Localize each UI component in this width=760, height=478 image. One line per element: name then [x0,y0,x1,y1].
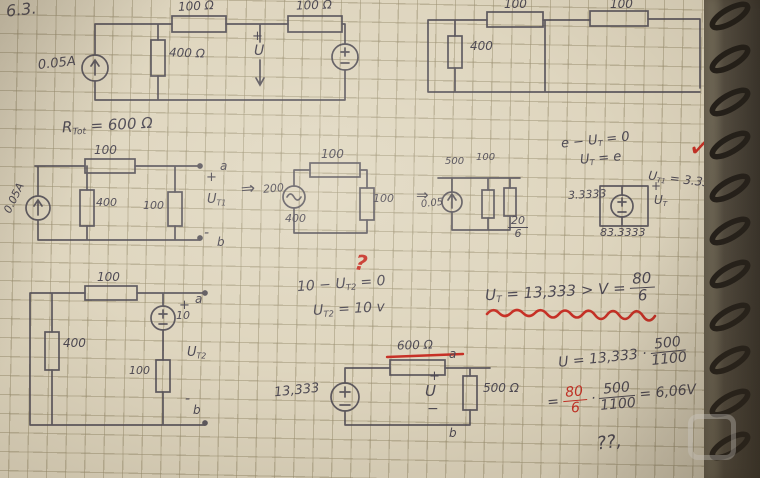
red-underline-600ohm [385,352,465,359]
c5-frac-den: 6 [514,226,522,240]
c2-resistor-top-left-label: 100 [504,0,527,11]
c8-voltage-label: U [425,382,436,400]
f2den2: 1100 [599,394,637,414]
c8-terminal-a: a [449,347,457,361]
f2c: = 6,06V [638,381,697,403]
c7-source-label: 10 [176,309,190,322]
c5-resistor2-label: 100 [476,152,496,163]
c7-u-sub: T2 [196,351,207,361]
watermark-logo [688,414,736,460]
c7-terminal-a: a [195,292,203,306]
c3-resistor-top-label: 100 [94,143,117,157]
c3-u-sub: T1 [216,198,227,208]
rtot-rest: = 600 Ω [90,113,154,135]
r2b: = 13,333 > V = [501,278,627,304]
c8-resistor-right-label: 500 Ω [483,381,519,395]
circuit-row2-mid [282,162,375,234]
c4-resistor-right-label: 100 [373,192,394,205]
f2b: · [590,390,597,407]
c6-plus: + [651,179,662,193]
c3-terminal-a: a [220,159,228,173]
c3-terminal-b: b [217,235,225,249]
c8-terminal-b: b [449,426,457,440]
c4-resistor-top-label: 100 [321,147,344,161]
implies-arrow-2: ⇒ [416,186,429,204]
c7-resistor-right-label: 100 [129,364,150,377]
circuit-bottom [330,359,491,426]
red-squiggle-underline [485,308,657,322]
r2den: 6 [637,285,648,305]
d1l1a: e − U [560,132,599,152]
d2l2a: U [312,302,324,319]
c1-resistor-mid-label: 400 Ω [168,45,206,61]
c5-resistor1-label: 500 [445,156,465,167]
c6-u: U [654,193,663,207]
d2l1a: 10 − U [296,275,347,296]
d2l1b: = 0 [355,272,387,291]
c5-frac-num: 20 [508,215,528,228]
c7-voltage-label: UT2 [187,346,206,361]
d2l2b: = 10 v [333,299,386,318]
c6-value-below: 83.3333 [600,226,646,239]
rtot-sub: Tot [72,126,87,138]
c8-minus: − [427,401,439,417]
r2a: U [484,285,497,305]
d1l1b: = 0 [601,129,631,148]
c1-voltage-label: U [254,43,265,59]
bottom-scribble: ??, [595,430,624,455]
circuit-thevenin-equivalent [599,185,649,227]
c6-voltage-label: UT [654,194,667,208]
c2-resistor-left-label: 400 [470,39,493,53]
circuit-row2-right [437,177,521,231]
c7-u: U [187,345,197,360]
c2-resistor-top-right-label: 100 [610,0,633,11]
c1-voltage-plus: + [252,29,263,44]
circuit-top-left [81,15,359,101]
c7-resistor-top-label: 100 [97,270,120,284]
c4-source-label: 200 [262,181,285,196]
c3-voltage-label: UT1 [207,193,226,208]
c7-plus: + [179,298,190,313]
c8-plus: + [429,369,440,384]
spiral-coils [709,1,751,461]
circuit-top-right [427,10,701,93]
c6-resistor-label: 3.3333 [567,187,607,202]
f2a: = [546,393,560,411]
c4-resistor-left-label: 400 [285,212,306,225]
c1-resistor-top-left-label: 100 Ω [177,0,215,14]
c3-resistor-left-label: 400 [96,196,117,209]
c3-plus: + [206,170,217,185]
circuit-row2-left [25,158,203,241]
d1l2a: U [579,152,591,168]
c8-resistor-top-label: 600 Ω [396,337,434,353]
implies-arrow-1: ⇒ [240,178,257,200]
c3-resistor-right-label: 100 [143,199,164,212]
c3-minus: - [204,225,210,241]
f1a: U = 13,333 · [557,345,648,371]
d2l2s: T2 [323,308,335,319]
problem-number: 6.3. [4,0,38,21]
spiral-binding [704,0,760,478]
c3-u: U [207,192,217,207]
d1l2b: = e [593,149,622,167]
c6-u-sub: T [662,199,668,209]
c7-resistor-left-label: 400 [63,336,86,350]
c7-minus: - [185,391,191,407]
c1-resistor-top-right-label: 100 Ω [295,0,333,13]
f2den1: 6 [570,399,581,417]
circuit-row3-left [29,285,208,426]
c7-terminal-b: b [193,403,201,417]
